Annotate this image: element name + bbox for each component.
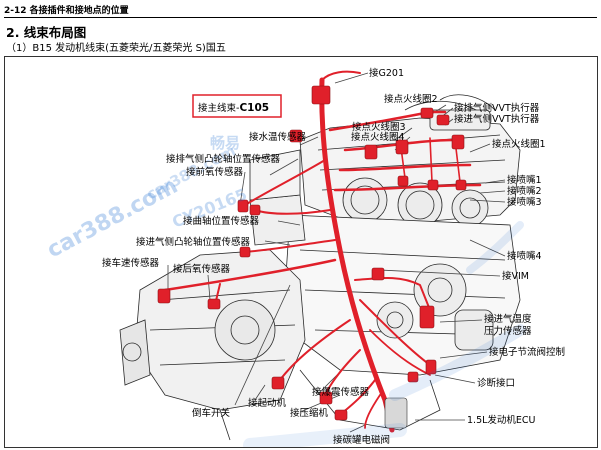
label-front-o2: 接前氧传感器 — [186, 166, 244, 178]
diagram-frame — [4, 56, 598, 448]
connectors — [157, 85, 467, 429]
main-harness-highlight-box — [192, 94, 282, 118]
section-title: 2. 线束布局图 — [6, 25, 87, 40]
watermark-4: 畅易 — [210, 134, 240, 152]
label-vim: 接VIM — [502, 270, 529, 282]
ecu-connector — [384, 397, 408, 429]
label-injector3: 接喷嘴3 — [507, 196, 542, 208]
label-water-temp: 接水温传感器 — [249, 131, 307, 143]
label-canister: 接碳罐电磁阀 — [333, 434, 390, 446]
label-injector1: 接喷嘴1 — [507, 174, 542, 186]
label-speed: 接车速传感器 — [102, 257, 160, 269]
label-intake-temp-2: 压力传感器 — [484, 325, 532, 337]
label-injector2: 接喷嘴2 — [507, 185, 542, 197]
label-rear-o2: 接后氧传感器 — [173, 263, 231, 275]
engine-illustration — [119, 72, 521, 441]
label-coil1: 接点火线圈1 — [492, 138, 546, 150]
label-coil4: 接点火线圈4 — [351, 131, 405, 143]
page-header: 2-12 各接插件和接地点的位置 — [4, 6, 129, 16]
label-exhaust-vvt: 接排气侧VVT执行器 — [454, 102, 540, 114]
callout-labels: 接G201 接主线束-C105 接点火线圈2 接排气侧VVT执行器 接进气侧VV… — [102, 67, 565, 446]
label-exhaust-cam: 接排气侧凸轮轴位置传感器 — [166, 153, 281, 165]
label-compressor: 接压缩机 — [290, 407, 329, 419]
label-diag: 诊断接口 — [477, 377, 515, 389]
connector-c105 — [311, 85, 331, 105]
label-knock: 接爆震传感器 — [312, 386, 370, 398]
sub-title: （1）B15 发动机线束(五菱荣光/五菱荣光 S)国五 — [6, 43, 226, 54]
label-crank: 接曲轴位置传感器 — [183, 215, 260, 227]
label-ecu: 1.5L发动机ECU — [467, 414, 536, 426]
label-reverse: 倒车开关 — [192, 407, 231, 419]
label-intake-vvt: 接进气侧VVT执行器 — [454, 113, 540, 125]
label-coil3: 接点火线圈3 — [352, 121, 406, 133]
header-rule — [4, 17, 597, 18]
label-intake-cam: 接进气侧凸轮轴位置传感器 — [136, 236, 251, 248]
label-starter: 接起动机 — [248, 397, 287, 409]
label-throttle: 接电子节流阀控制 — [489, 346, 565, 358]
label-g201: 接G201 — [369, 67, 404, 79]
label-main-harness: 接主线束-C105 — [198, 102, 269, 114]
label-coil2: 接点火线圈2 — [384, 93, 438, 105]
label-injector4: 接喷嘴4 — [507, 250, 542, 262]
label-intake-temp-1: 接进气温度 — [484, 313, 532, 325]
